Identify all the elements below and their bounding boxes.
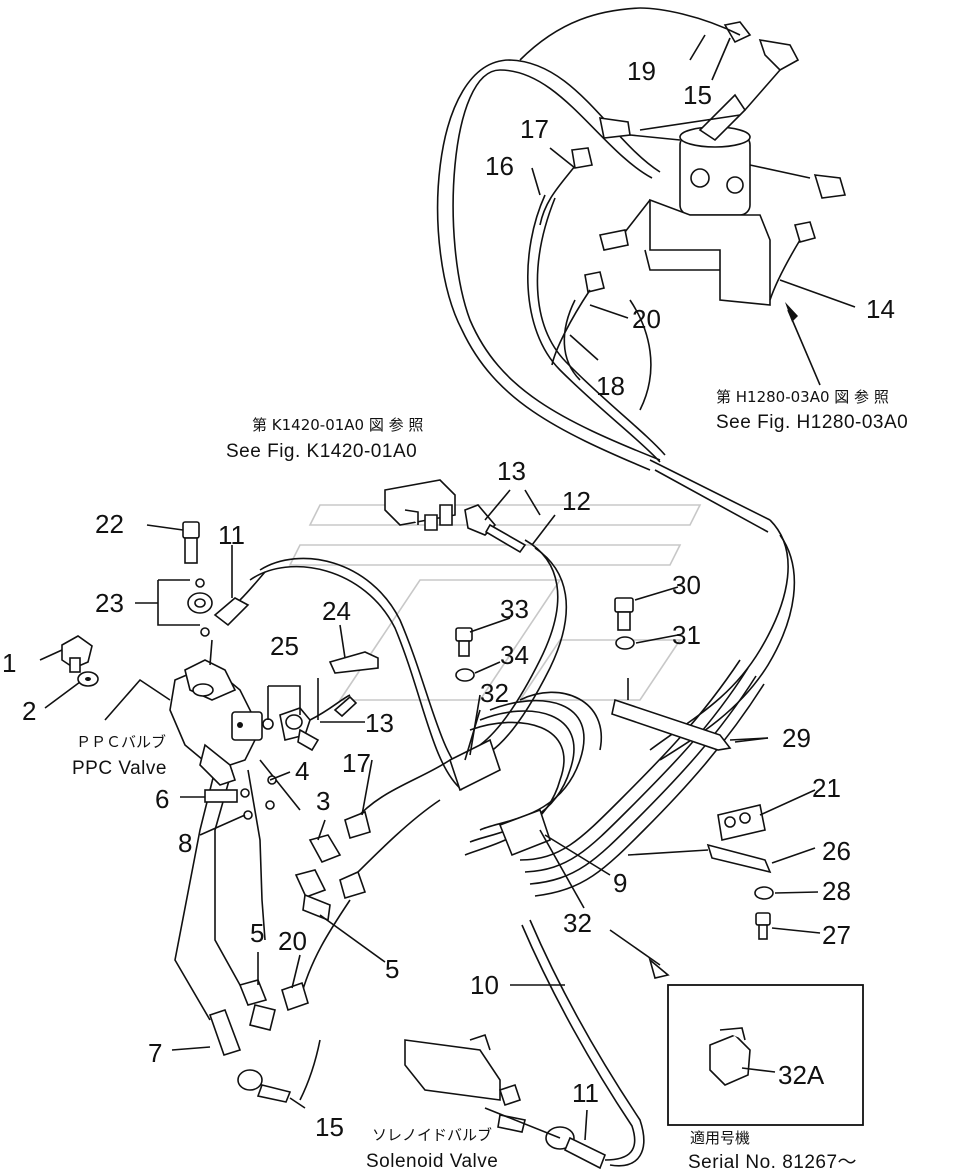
bolt-22-washer-23	[182, 521, 266, 666]
callout-29: 29	[782, 723, 811, 753]
ref-arrow-h1280	[785, 302, 821, 386]
callout-11b: 11	[572, 1078, 599, 1108]
note-h1280-en: See Fig. H1280-03A0	[716, 412, 908, 433]
reference-notes: 第 K1420-01A0 図 参 照 See Fig. K1420-01A0 第…	[72, 388, 908, 1173]
note-solenoid-jp: ソレノイドバルブ	[372, 1126, 492, 1144]
k1420-valve-block	[384, 479, 456, 531]
callout-10: 10	[470, 970, 499, 1000]
callout-24: 24	[322, 596, 351, 626]
clamp-bracket-29	[611, 678, 769, 751]
bolt-1	[61, 635, 99, 687]
callout-23: 23	[95, 588, 124, 618]
callout-6: 6	[155, 784, 169, 814]
ppc-valve	[169, 659, 263, 786]
callout-11a: 11	[218, 520, 245, 550]
callout-8: 8	[178, 828, 192, 858]
note-k1420-jp: 第 K1420-01A0 図 参 照	[252, 416, 423, 434]
callout-13b: 13	[365, 708, 394, 738]
fitting-13-upper	[464, 504, 527, 554]
bolts-30-31-33-34	[455, 597, 635, 682]
top-valve-assembly	[539, 7, 847, 366]
callout-17b: 17	[342, 748, 371, 778]
note-solenoid-en: Solenoid Valve	[366, 1151, 498, 1172]
callout-20a: 20	[632, 304, 661, 334]
leader-lines	[39, 34, 856, 1141]
callout-22: 22	[95, 509, 124, 539]
callout-32a: 32	[480, 678, 509, 708]
callout-27: 27	[822, 920, 851, 950]
left-fittings	[204, 775, 371, 1103]
clamp-32	[449, 694, 551, 857]
callout-26: 26	[822, 836, 851, 866]
clamp-21-bracket-26	[627, 804, 774, 940]
callout-14: 14	[866, 294, 895, 324]
callout-4: 4	[295, 756, 309, 786]
note-k1420-en: See Fig. K1420-01A0	[226, 441, 417, 462]
callout-20b: 20	[278, 926, 307, 956]
callout-3: 3	[316, 786, 330, 816]
callout-5a: 5	[250, 918, 264, 948]
callout-33: 33	[500, 594, 529, 624]
note-h1280-jp: 第 H1280-03A0 図 参 照	[716, 388, 889, 406]
note-serial-jp: 適用号機	[690, 1129, 750, 1147]
callout-34: 34	[500, 640, 529, 670]
detail-box-32A	[609, 929, 864, 1126]
callout-28: 28	[822, 876, 851, 906]
note-ppc-jp: ＰＰＣバルブ	[76, 733, 166, 751]
callout-15a: 15	[683, 80, 712, 110]
callout-25: 25	[270, 631, 299, 661]
solenoid-valve	[404, 1033, 607, 1170]
callout-32A: 32A	[778, 1060, 825, 1090]
callout-16: 16	[485, 151, 514, 181]
callout-19: 19	[627, 56, 656, 86]
callout-17a: 17	[520, 114, 549, 144]
callout-5b: 5	[385, 954, 399, 984]
callout-9: 9	[613, 868, 627, 898]
note-ppc-en: PPC Valve	[72, 758, 167, 779]
callout-12: 12	[562, 486, 591, 516]
note-serial-en: Serial No. 81267～	[688, 1152, 857, 1173]
callout-21: 21	[812, 773, 841, 803]
callout-15b: 15	[315, 1112, 344, 1142]
callout-7: 7	[148, 1038, 162, 1068]
callout-numbers: 1 2 3 4 5 5 6 7 8 9 10 11 11 12 13 13 14…	[2, 56, 895, 1142]
callout-30: 30	[672, 570, 701, 600]
callout-2: 2	[22, 696, 36, 726]
callout-18: 18	[596, 371, 625, 401]
bolt-24-block-25	[262, 651, 379, 752]
callout-13a: 13	[497, 456, 526, 486]
callout-31: 31	[672, 620, 701, 650]
callout-1: 1	[2, 648, 16, 678]
callout-32b: 32	[563, 908, 592, 938]
